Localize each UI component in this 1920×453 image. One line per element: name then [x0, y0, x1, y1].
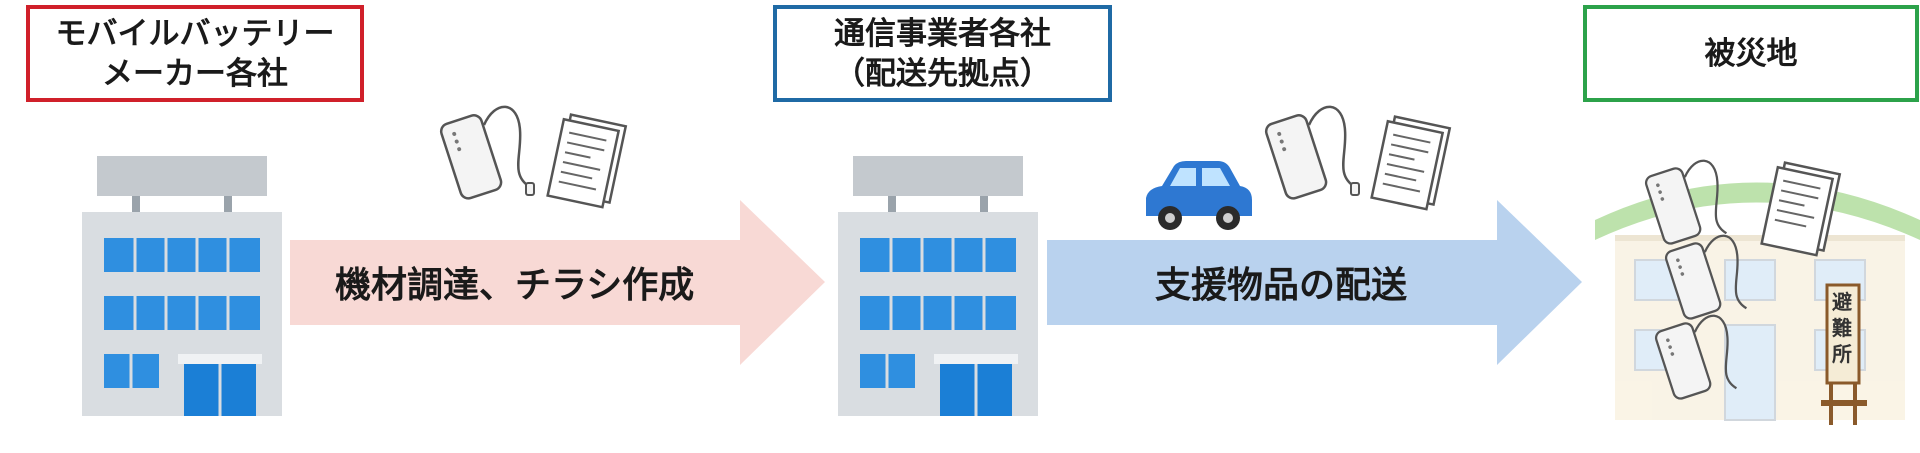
mobile-battery-icon-3: [1644, 159, 1728, 245]
maker-node-label: モバイルバッテリー メーカー各社: [55, 15, 335, 92]
flyer-icon: [546, 113, 628, 209]
evacuation-shelter-icon: [1595, 182, 1920, 425]
mobile-battery-icon-5: [1654, 314, 1738, 400]
deliver-arrow-label: 支援物品の配送: [1155, 265, 1408, 306]
procure-arrow-label: 機材調達、チラシ作成: [335, 265, 695, 306]
shelter-sign-label: 避難所: [1832, 290, 1852, 366]
maker-node: モバイルバッテリー メーカー各社: [26, 5, 364, 102]
procure-arrow: [290, 200, 825, 365]
carrier-node: 通信事業者各社 （配送先拠点）: [773, 5, 1112, 102]
flyer-icon-3: [1760, 161, 1842, 257]
carrier-node-label: 通信事業者各社 （配送先拠点）: [834, 15, 1051, 92]
mobile-battery-icon-4: [1664, 234, 1748, 320]
mobile-battery-icon-2: [1264, 105, 1360, 200]
carrier-building-icon: [838, 156, 1038, 416]
disaster-area-node: 被災地: [1583, 5, 1919, 102]
maker-building-icon: [82, 156, 282, 416]
deliver-arrow: [1047, 200, 1582, 365]
flyer-icon-2: [1370, 115, 1452, 211]
disaster-area-node-label: 被災地: [1704, 35, 1798, 72]
car-icon: [1146, 161, 1252, 230]
mobile-battery-icon: [439, 105, 535, 200]
